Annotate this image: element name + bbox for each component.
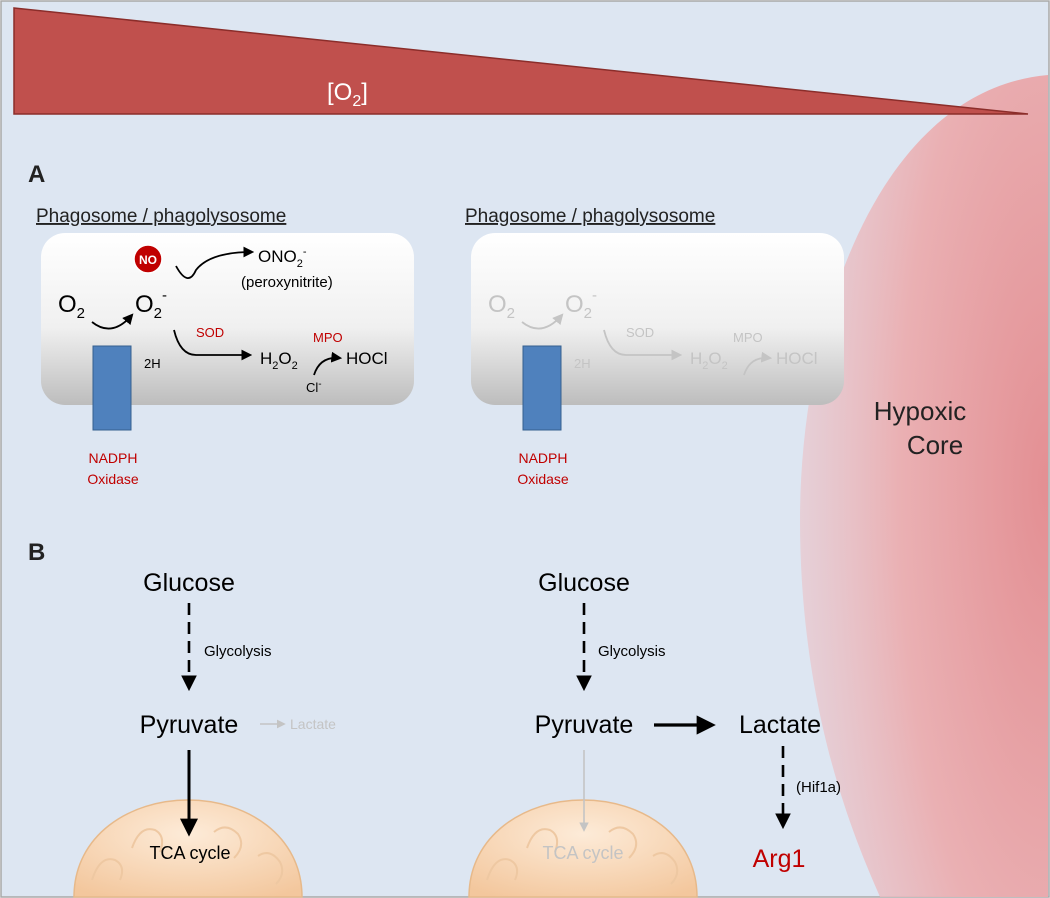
two-h-left: 2H — [144, 356, 161, 371]
hypoxic-core-label-line1: Hypoxic — [874, 396, 966, 426]
hocl-left: HOCl — [346, 349, 388, 368]
glycolysis-label-right: Glycolysis — [598, 643, 666, 660]
tca-cycle-right: TCA cycle — [542, 843, 623, 863]
peroxynitrite-label: (peroxynitrite) — [241, 274, 333, 291]
sod-label-left: SOD — [196, 325, 224, 340]
superoxide-left: O2- — [135, 287, 167, 322]
tca-cycle-left: TCA cycle — [149, 843, 230, 863]
two-h-right: 2H — [574, 356, 591, 371]
hocl-right: HOCl — [776, 349, 818, 368]
o2-right: O2 — [488, 291, 515, 322]
pyruvate-left: Pyruvate — [140, 711, 239, 739]
o2-to-superoxide-arrow-left — [91, 313, 134, 330]
mpo-label-left: MPO — [313, 330, 343, 345]
arg1-label: Arg1 — [753, 845, 806, 873]
nadph-oxidase-left — [92, 345, 132, 431]
phagosome-left — [41, 233, 414, 405]
sod-label-right: SOD — [626, 325, 654, 340]
nadph-oxidase-right — [522, 345, 562, 431]
glucose-right: Glucose — [538, 569, 630, 597]
superoxide-to-h2o2-arrow-right — [603, 329, 683, 361]
o2-left: O2 — [58, 291, 85, 322]
nadph-label-right-line2: Oxidase — [517, 471, 569, 487]
superoxide-to-peroxynitrite-arrow — [175, 246, 255, 279]
glycolysis-label-left: Glycolysis — [204, 643, 272, 660]
oxygen-gradient-label: [O2] — [327, 79, 368, 110]
nadph-label-left-line1: NADPH — [88, 450, 137, 466]
hif1a-label: (Hif1a) — [796, 779, 841, 796]
phagosome-title-right: Phagosome / phagolysosome — [465, 206, 715, 227]
pyruvate-right: Pyruvate — [535, 711, 634, 739]
phagosome-right — [471, 233, 844, 405]
chloride-left: Cl- — [306, 379, 322, 395]
panel-b-letter: B — [28, 539, 45, 566]
mitochondrion-cristae-right — [486, 826, 679, 885]
mpo-label-right: MPO — [733, 330, 763, 345]
nadph-label-left-line2: Oxidase — [87, 471, 139, 487]
hypoxic-core-region — [800, 75, 1048, 897]
mitochondrion-cristae-left — [91, 826, 284, 885]
hypoxic-core-label-line2: Core — [907, 430, 963, 460]
nadph-label-right-line1: NADPH — [518, 450, 567, 466]
h2o2-to-hocl-arrow-left — [313, 351, 343, 376]
glucose-left: Glucose — [143, 569, 235, 597]
oxygen-gradient-wedge — [13, 7, 1029, 115]
mitochondrion-right — [468, 799, 698, 898]
superoxide-right: O2- — [565, 287, 597, 322]
h2o2-right: H2O2 — [690, 349, 728, 372]
lactate-right: Lactate — [739, 711, 821, 739]
lactate-left: Lactate — [290, 716, 336, 732]
panel-a-letter: A — [28, 161, 45, 188]
h2o2-left: H2O2 — [260, 349, 298, 372]
no-badge — [133, 244, 163, 274]
o2-to-superoxide-arrow-right — [521, 313, 564, 330]
peroxynitrite-formula: ONO2- — [258, 246, 307, 270]
superoxide-to-h2o2-arrow-left — [173, 329, 253, 361]
phagosome-title-left: Phagosome / phagolysosome — [36, 206, 286, 227]
h2o2-to-hocl-arrow-right — [743, 351, 773, 376]
no-badge-label: NO — [139, 253, 157, 267]
